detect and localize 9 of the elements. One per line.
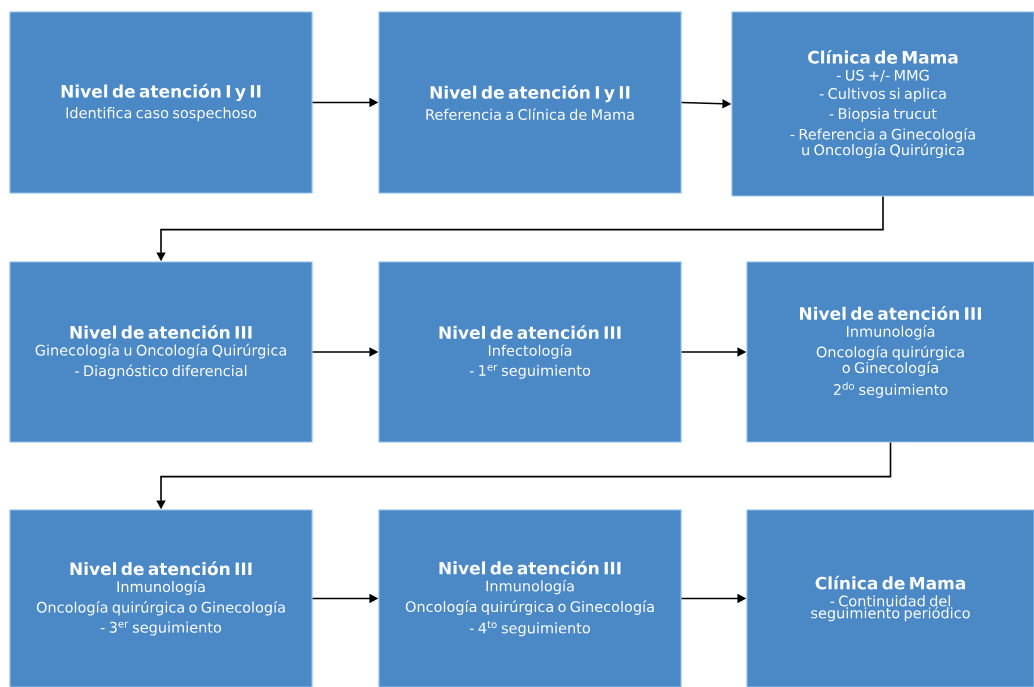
process-box: Nivel de atención III Infectología - 1$^{er}$ seguimiento bbox=[378, 261, 682, 443]
process-box: Clínica de Mama - US +/- MMG - Cultivos si aplica - Biopsia trucut - Referencia a Ginecología u Oncología Quirúrgica bbox=[731, 11, 1034, 197]
process-box: Clínica de Mama - Continuidad del seguimiento periódico bbox=[746, 509, 1034, 687]
process-box: Nivel de atención III Ginecología u Oncología Quirúrgica - Diagnóstico diferencial bbox=[9, 261, 313, 443]
process-box: Nivel de atención III Inmunología Oncología quirúrgica o Ginecología 2$^{do}$ seguimiento bbox=[746, 261, 1034, 443]
process-box: Nivel de atención III Inmunología Oncología quirúrgica o Ginecología - 4$^{to}$ seguimiento bbox=[378, 509, 682, 687]
process-box: Nivel de atención III Inmunología Oncología quirúrgica o Ginecología - 3$^{er}$ seguimiento bbox=[9, 509, 313, 687]
process-box: Nivel de atención I y II Referencia a Clínica de Mama bbox=[378, 11, 682, 194]
process-box: Nivel de atención I y II Identifica caso sospechoso bbox=[9, 11, 313, 194]
